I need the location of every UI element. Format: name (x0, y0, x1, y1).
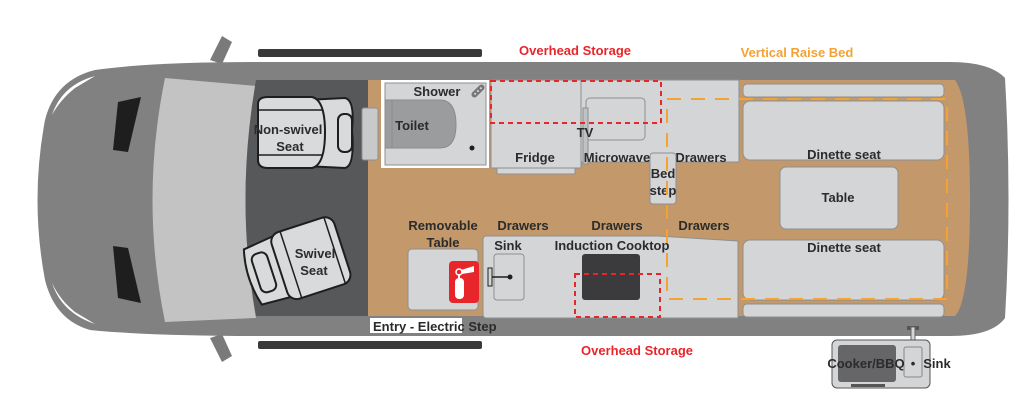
exterior-kitchen (831, 326, 931, 389)
swivel-seat (242, 216, 352, 306)
dinette-table (779, 166, 899, 230)
drawers-top-label: Drawers (675, 150, 726, 165)
drawers-label-3: Drawers (678, 218, 729, 233)
removable-table-label: Removable (408, 218, 477, 233)
dinette-seat-bottom-label: Dinette seat (807, 240, 881, 255)
side-rail-top (258, 49, 482, 57)
dinette-backrest-top (742, 83, 945, 98)
fridge-door (496, 167, 576, 175)
mirror-top (210, 36, 232, 64)
dinette-seat-top (742, 100, 945, 161)
side-rail-bottom (258, 341, 482, 349)
non-swivel-seat (257, 96, 354, 170)
swivel-seat-label: Swivel (295, 246, 335, 261)
entry-label: Entry - Electric Step (373, 319, 497, 334)
overhead-storage-bottom-label: Overhead Storage (581, 343, 693, 358)
bed-step-label-2: step (650, 183, 677, 198)
drawers-label-2: Drawers (591, 218, 642, 233)
overhead-storage-top-label: Overhead Storage (519, 43, 631, 58)
hood-vent-top (113, 97, 141, 152)
toilet (384, 99, 457, 149)
removable-table-label-2: Table (427, 235, 460, 250)
microwave-label: Microwave (584, 150, 650, 165)
tv (582, 107, 589, 165)
drawers-label-1: Drawers (497, 218, 548, 233)
overhead-storage-top-outline (490, 80, 662, 124)
fridge-label: Fridge (515, 150, 555, 165)
shower-head-icon (471, 84, 485, 98)
exterior-separator: • (911, 356, 916, 371)
sink-tap-icon (487, 267, 513, 287)
overhead-storage-bottom-outline (574, 273, 661, 318)
dinette-seat-top-label: Dinette seat (807, 147, 881, 162)
bed-step-label: Bed (651, 166, 676, 181)
shower-label: Shower (414, 84, 461, 99)
induction-cooktop-label: Induction Cooktop (555, 238, 670, 253)
microwave (585, 97, 646, 141)
dinette-backrest-bottom (742, 303, 945, 318)
cooker-bbq-label: Cooker/BBQ (827, 356, 904, 371)
windshield (152, 78, 256, 322)
entry-label-bg (370, 318, 462, 333)
hood-vent-bottom (113, 246, 141, 303)
shower-drain (469, 145, 475, 151)
swivel-seat-label-2: Seat (300, 263, 328, 278)
cab-partition (361, 107, 379, 161)
vertical-raise-bed-label: Vertical Raise Bed (741, 45, 854, 60)
outdoor-sink-label: Sink (923, 356, 951, 371)
non-swivel-seat-label: Non-swivel (254, 122, 323, 137)
non-swivel-seat-label-2: Seat (276, 139, 304, 154)
tv-label: TV (577, 125, 594, 140)
table-label: Table (822, 190, 855, 205)
mirror-bottom (210, 334, 232, 362)
toilet-label: Toilet (395, 118, 429, 133)
sink-label: Sink (494, 238, 522, 253)
bed-step (649, 152, 677, 205)
fire-extinguisher-icon (449, 261, 479, 303)
induction-cooktop (582, 254, 640, 300)
